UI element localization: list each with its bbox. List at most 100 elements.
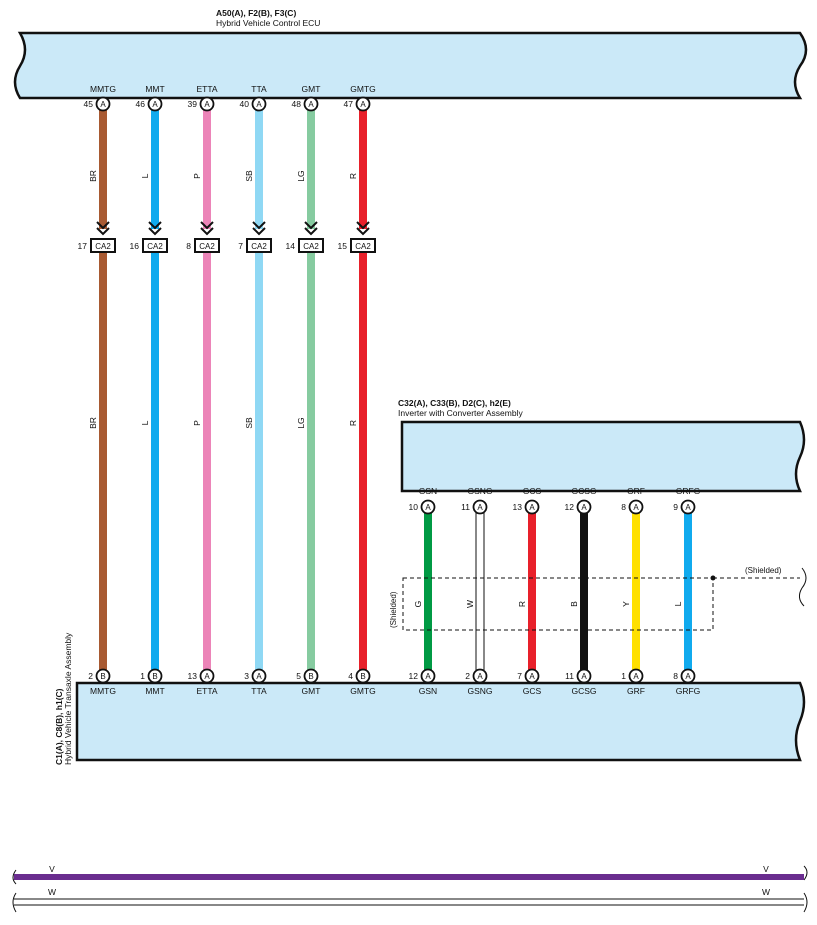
shield-left-label: (Shielded) xyxy=(389,591,398,628)
transaxle-pin-etta-connector-letter: A xyxy=(204,672,210,681)
transaxle-signal-mmt: MMT xyxy=(145,686,164,696)
junction-label-0: CA2 xyxy=(95,242,111,251)
wire-color-code-right-1: W xyxy=(465,600,475,608)
shield-junction-dot xyxy=(710,575,716,581)
wire-color-code-right-3: B xyxy=(569,601,579,607)
inverter-pin-gcsg-pin-number: 12 xyxy=(565,502,575,512)
transaxle-pin-gmtg-connector-letter: B xyxy=(360,672,365,681)
junction-pin-number-3: 7 xyxy=(238,241,243,251)
transaxle-pin-mmtg-pin-number: 2 xyxy=(88,671,93,681)
inverter-pin-gcsg-circle xyxy=(576,499,592,515)
ecu-pin-tta-circle xyxy=(251,96,267,112)
transaxle-signal-gmtg: GMTG xyxy=(350,686,376,696)
junction-ca2-2 xyxy=(194,238,220,253)
transaxle-pin-mmt-pin-number: 1 xyxy=(140,671,145,681)
connector-chevron-1 xyxy=(148,221,162,236)
bottom-line-w-label-right: W xyxy=(762,887,770,897)
inverter-pin-gsng-connector-letter: A xyxy=(477,503,483,512)
transaxle-pin-gsn-r-pin-number: 12 xyxy=(409,671,419,681)
transaxle-pin-tta-pin-number: 3 xyxy=(244,671,249,681)
inverter-pin-gsng-pin-number: 11 xyxy=(461,502,470,512)
transaxle-pin-gsn-r-connector-letter: A xyxy=(425,672,431,681)
junction-label-5: CA2 xyxy=(355,242,371,251)
shield-right-label: (Shielded) xyxy=(745,566,782,575)
connector-chevron-2 xyxy=(200,221,214,236)
connector-chevron-0 xyxy=(96,221,110,236)
junction-label-2: CA2 xyxy=(199,242,215,251)
shield-outline xyxy=(402,577,714,631)
junction-ca2-3 xyxy=(246,238,272,253)
transaxle-signal-gsng: GSNG xyxy=(467,686,492,696)
ecu-pin-etta-pin-number: 39 xyxy=(188,99,198,109)
transaxle-pin-grfg-r-circle xyxy=(680,668,696,684)
wire-color-code-upper-0: BR xyxy=(88,170,98,182)
transaxle-pin-grf-r-pin-number: 1 xyxy=(621,671,626,681)
inverter-signal-grf: GRF xyxy=(627,486,645,496)
transaxle-signal-mmtg: MMTG xyxy=(90,686,116,696)
transaxle-pin-grf-r-connector-letter: A xyxy=(633,672,639,681)
ecu-pin-gmtg-connector-letter: A xyxy=(360,100,366,109)
junction-pin-number-2: 8 xyxy=(186,241,191,251)
ecu-signal-mmt: MMT xyxy=(145,84,164,94)
inverter-pin-gcs-circle xyxy=(524,499,540,515)
inverter-pin-grf-connector-letter: A xyxy=(633,503,639,512)
wire-color-code-right-0: G xyxy=(413,601,423,608)
wire-color-code-upper-4: LG xyxy=(296,170,306,181)
ecu-name: Hybrid Vehicle Control ECU xyxy=(216,18,320,28)
wire-color-code-upper-1: L xyxy=(140,173,150,178)
transaxle-signal-grf: GRF xyxy=(627,686,645,696)
transaxle-pin-gmt-pin-number: 5 xyxy=(296,671,301,681)
ecu-pin-gmtg-circle xyxy=(355,96,371,112)
ecu-pin-gmt-connector-letter: A xyxy=(308,100,314,109)
transaxle-pin-gcsg-r-circle xyxy=(576,668,592,684)
junction-pin-number-5: 15 xyxy=(338,241,348,251)
connector-chevron-5 xyxy=(356,221,370,236)
junction-label-1: CA2 xyxy=(147,242,163,251)
transaxle-signal-gsn: GSN xyxy=(419,686,437,696)
ecu-pin-mmt-circle xyxy=(147,96,163,112)
ecu-box xyxy=(13,31,808,100)
ecu-pin-mmtg-pin-number: 45 xyxy=(84,99,94,109)
transaxle-pin-grfg-r-connector-letter: A xyxy=(685,672,691,681)
inverter-box xyxy=(400,420,806,493)
transaxle-signal-gmt: GMT xyxy=(302,686,321,696)
ecu-signal-mmtg: MMTG xyxy=(90,84,116,94)
wire-color-code-right-4: Y xyxy=(621,601,631,607)
transaxle-pin-mmt-circle xyxy=(147,668,163,684)
inverter-pin-gcs-pin-number: 13 xyxy=(513,502,523,512)
inverter-pin-grfg-circle xyxy=(680,499,696,515)
inverter-pin-gsn-connector-letter: A xyxy=(425,503,431,512)
inverter-pin-gsng-circle xyxy=(472,499,488,515)
transaxle-pin-gcs-r-circle xyxy=(524,668,540,684)
transaxle-pin-gsng-r-connector-letter: A xyxy=(477,672,483,681)
ecu-pin-etta-connector-letter: A xyxy=(204,100,210,109)
ecu-pin-mmt-pin-number: 46 xyxy=(136,99,146,109)
junction-pin-number-4: 14 xyxy=(286,241,296,251)
inverter-signal-gcsg: GCSG xyxy=(571,486,596,496)
ecu-pin-tta-connector-letter: A xyxy=(256,100,262,109)
wire-color-code-lower-5: R xyxy=(348,420,358,426)
ecu-pin-gmt-circle xyxy=(303,96,319,112)
transaxle-name: Hybrid Vehicle Transaxle Assembly xyxy=(63,632,73,765)
transaxle-box xyxy=(75,681,806,762)
transaxle-pin-gsng-r-circle xyxy=(472,668,488,684)
inverter-name: Inverter with Converter Assembly xyxy=(398,408,523,418)
junction-pin-number-0: 17 xyxy=(78,241,88,251)
transaxle-signal-gcsg: GCSG xyxy=(571,686,596,696)
transaxle-pin-gmt-circle xyxy=(303,668,319,684)
bottom-break-marks-w xyxy=(12,892,808,913)
inverter-pin-grfg-connector-letter: A xyxy=(685,503,691,512)
transaxle-pin-grfg-r-pin-number: 8 xyxy=(673,671,678,681)
wire-color-code-upper-3: SB xyxy=(244,170,254,182)
junction-ca2-4 xyxy=(298,238,324,253)
inverter-pin-gcs-connector-letter: A xyxy=(529,503,535,512)
transaxle-pin-gcs-r-connector-letter: A xyxy=(529,672,535,681)
junction-ca2-1 xyxy=(142,238,168,253)
bottom-line-v-label-left: V xyxy=(49,864,55,874)
junction-ca2-0 xyxy=(90,238,116,253)
ecu-signal-etta: ETTA xyxy=(196,84,217,94)
wire-color-code-upper-2: P xyxy=(192,173,202,179)
pins-layer: CA217MMTGA45B2MMTGBRBRCA216MMTA46B1MMTLL… xyxy=(78,84,701,696)
junction-label-4: CA2 xyxy=(303,242,319,251)
